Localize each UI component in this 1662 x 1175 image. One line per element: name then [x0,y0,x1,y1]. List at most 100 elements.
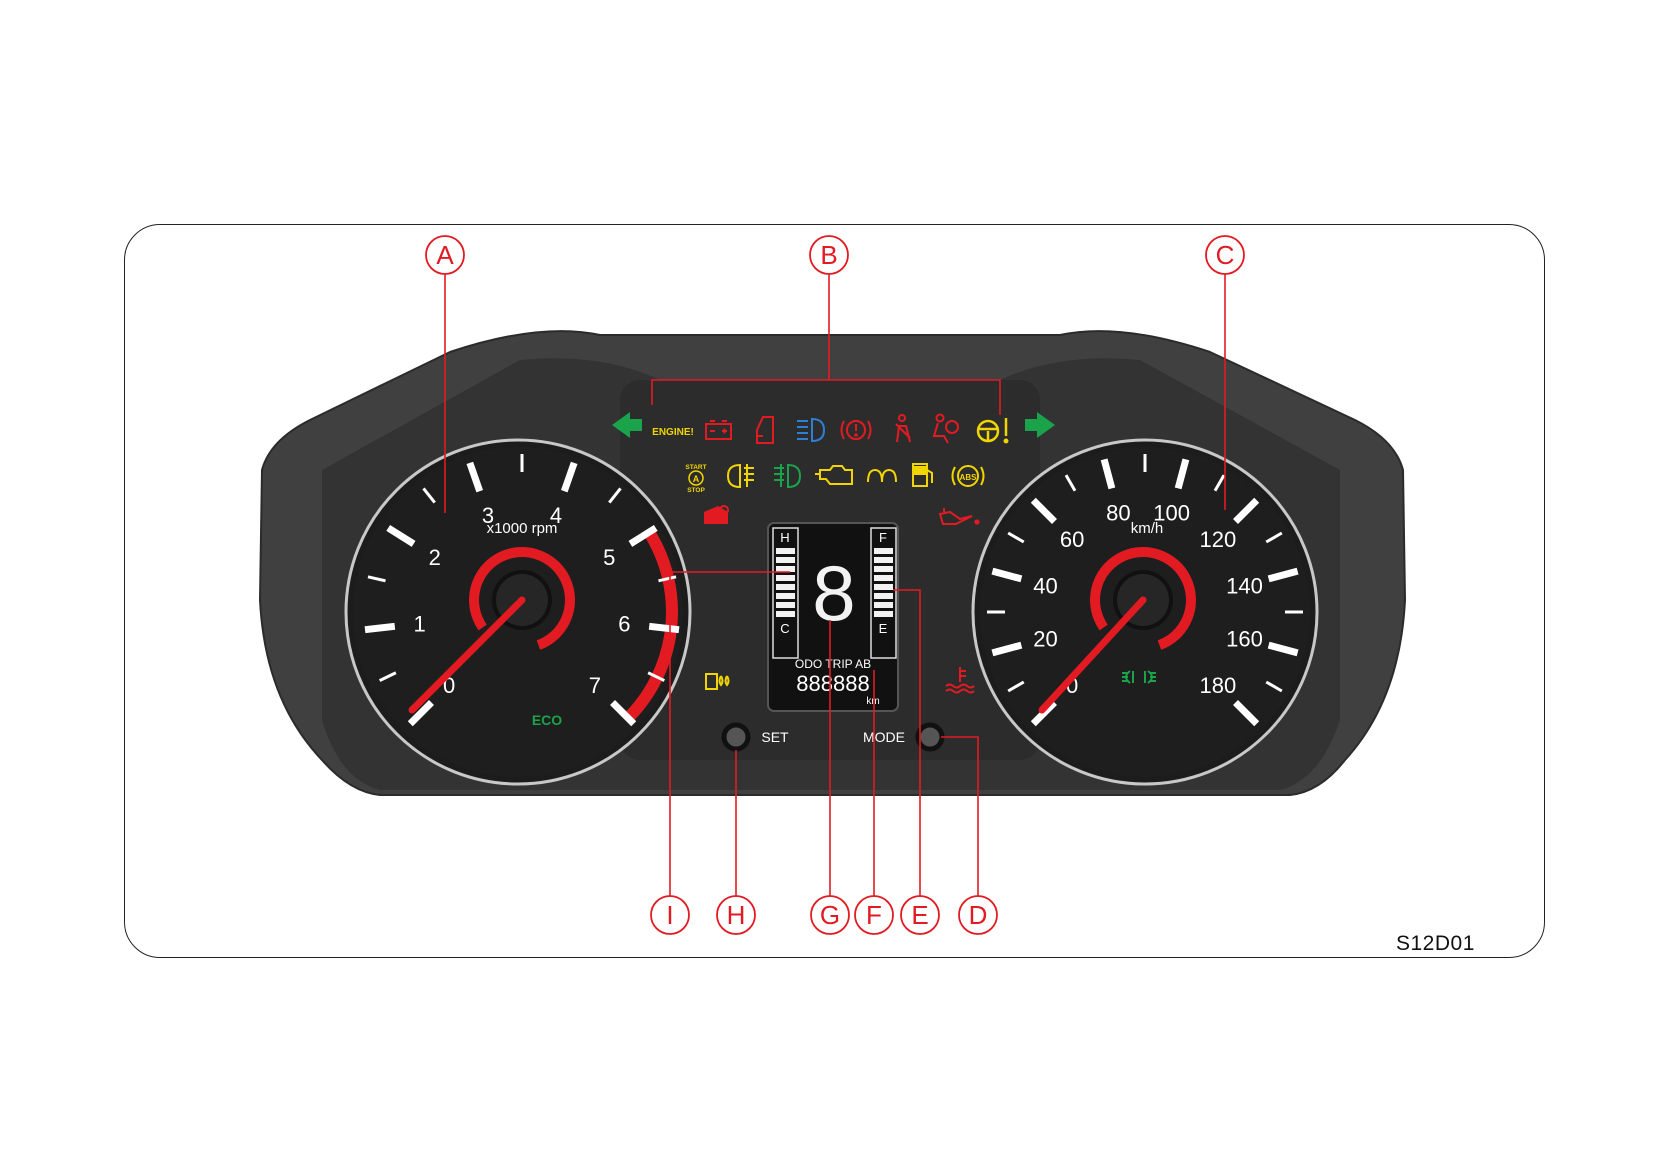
temp-low-label: C [780,621,789,636]
tach-tick-label: 2 [429,545,441,570]
tach-minor-tick [608,487,622,504]
warning-indicators: ENGINE! START A [612,412,1055,694]
left-turn-signal-icon [612,412,642,438]
callout-i-circle [650,895,690,935]
coolant-temperature-icon [945,667,975,694]
lcd-bar-segment [874,566,893,572]
rear-fog-light-icon [774,463,802,489]
lcd-bar-segment [776,566,795,572]
headlight-indicator-icon [1122,670,1156,684]
spd-major-tick [991,567,1023,583]
callout-i-letter: I [666,900,673,930]
lcd-bar-segment [776,548,795,554]
spd-tick-label: 120 [1199,527,1236,552]
tach-minor-tick [647,671,666,682]
spd-minor-tick [1265,680,1283,693]
temp-gauge-frame [772,527,799,659]
spd-major-tick [1233,700,1260,727]
svg-text:START: START [685,464,706,471]
callout-a-circle [425,235,465,275]
spd-minor-tick [1064,474,1077,492]
high-beam-icon [797,417,826,443]
oil-pressure-icon [938,508,980,525]
callout-b-letter: B [820,240,837,270]
tach-tick-label: 4 [550,503,562,528]
spd-tick-label: 160 [1226,627,1263,652]
abs-warning-icon: ABS [951,465,985,487]
set-button-label: SET [761,729,789,745]
tach-minor-tick [422,487,436,504]
temp-high-label: H [780,530,789,545]
tach-tick-label: 1 [414,612,426,637]
spd-minor-tick [1265,531,1283,544]
spd-tick-label: 60 [1060,527,1084,552]
immobilizer-icon [704,505,729,524]
tach-tick-label: 5 [603,545,615,570]
engine-warning-indicator: ENGINE! [652,427,694,438]
tach-minor-tick [367,575,386,583]
lcd-bar-segment [776,593,795,599]
set-button[interactable] [721,722,751,752]
lcd-bar-segment [776,611,795,617]
odo-trip-label: ODO TRIP AB [795,657,871,671]
tach-minor-tick [378,671,397,682]
callout-c-letter: C [1216,240,1235,270]
fuel-empty-label: E [879,621,888,636]
spd-tick-label: 100 [1153,501,1190,526]
mode-button[interactable] [915,722,945,752]
tach-tick-label: 3 [482,503,494,528]
spd-minor-tick [1007,680,1025,693]
lcd-bar-segment [874,575,893,581]
spd-major-tick [1267,567,1299,583]
tach-major-tick [560,461,578,493]
lcd-bar-segment [874,548,893,554]
right-turn-signal-icon [1025,412,1055,438]
callout-e-letter: E [911,900,928,930]
spd-major-tick [1233,497,1260,524]
tach-major-tick [407,700,434,727]
spd-major-tick [1030,700,1057,727]
brake-warning-icon [840,420,872,440]
lcd-bar-segment [874,611,893,617]
tach-tick-label: 7 [589,673,601,698]
callout-f-circle [854,895,894,935]
speed-hub-ring [1090,547,1196,650]
spd-tick-label: 40 [1033,573,1057,598]
odometer-unit: km [866,696,879,707]
speed-needle [1038,596,1147,714]
figure-frame [124,224,1545,958]
tach-major-tick [628,524,658,547]
lcd-bar-segment [776,584,795,590]
spd-tick-label: 180 [1199,673,1236,698]
lcd-bar-segment [776,557,795,563]
door-ajar-icon [756,416,774,444]
spd-tick-label: 140 [1226,573,1263,598]
spd-minor-tick [1213,474,1226,492]
water-in-fuel-icon [705,673,730,690]
callout-b-circle [809,235,849,275]
seatbelt-warning-icon [895,414,911,443]
speed-unit-label: km/h [1131,520,1164,537]
tach-major-tick [648,622,680,634]
fuel-gauge-frame [870,527,897,659]
tach-major-tick [610,700,637,727]
callout-d-circle [958,895,998,935]
lcd-bar-segment [874,602,893,608]
lcd-bar-segment [874,557,893,563]
front-fog-light-icon [726,463,754,489]
tach-minor-tick [658,575,677,583]
gear-display: 8 [812,549,855,637]
spd-major-tick [1174,458,1190,490]
figure-code: S12D01 [1396,932,1475,955]
spd-tick-label: 20 [1033,627,1057,652]
tach-major-tick [466,461,484,493]
callout-leaders [444,273,1226,897]
callout-f-letter: F [866,900,882,930]
check-engine-icon [815,465,853,485]
svg-text:STOP: STOP [687,487,705,494]
spd-tick-label: 80 [1106,501,1130,526]
svg-text:A: A [693,474,700,484]
